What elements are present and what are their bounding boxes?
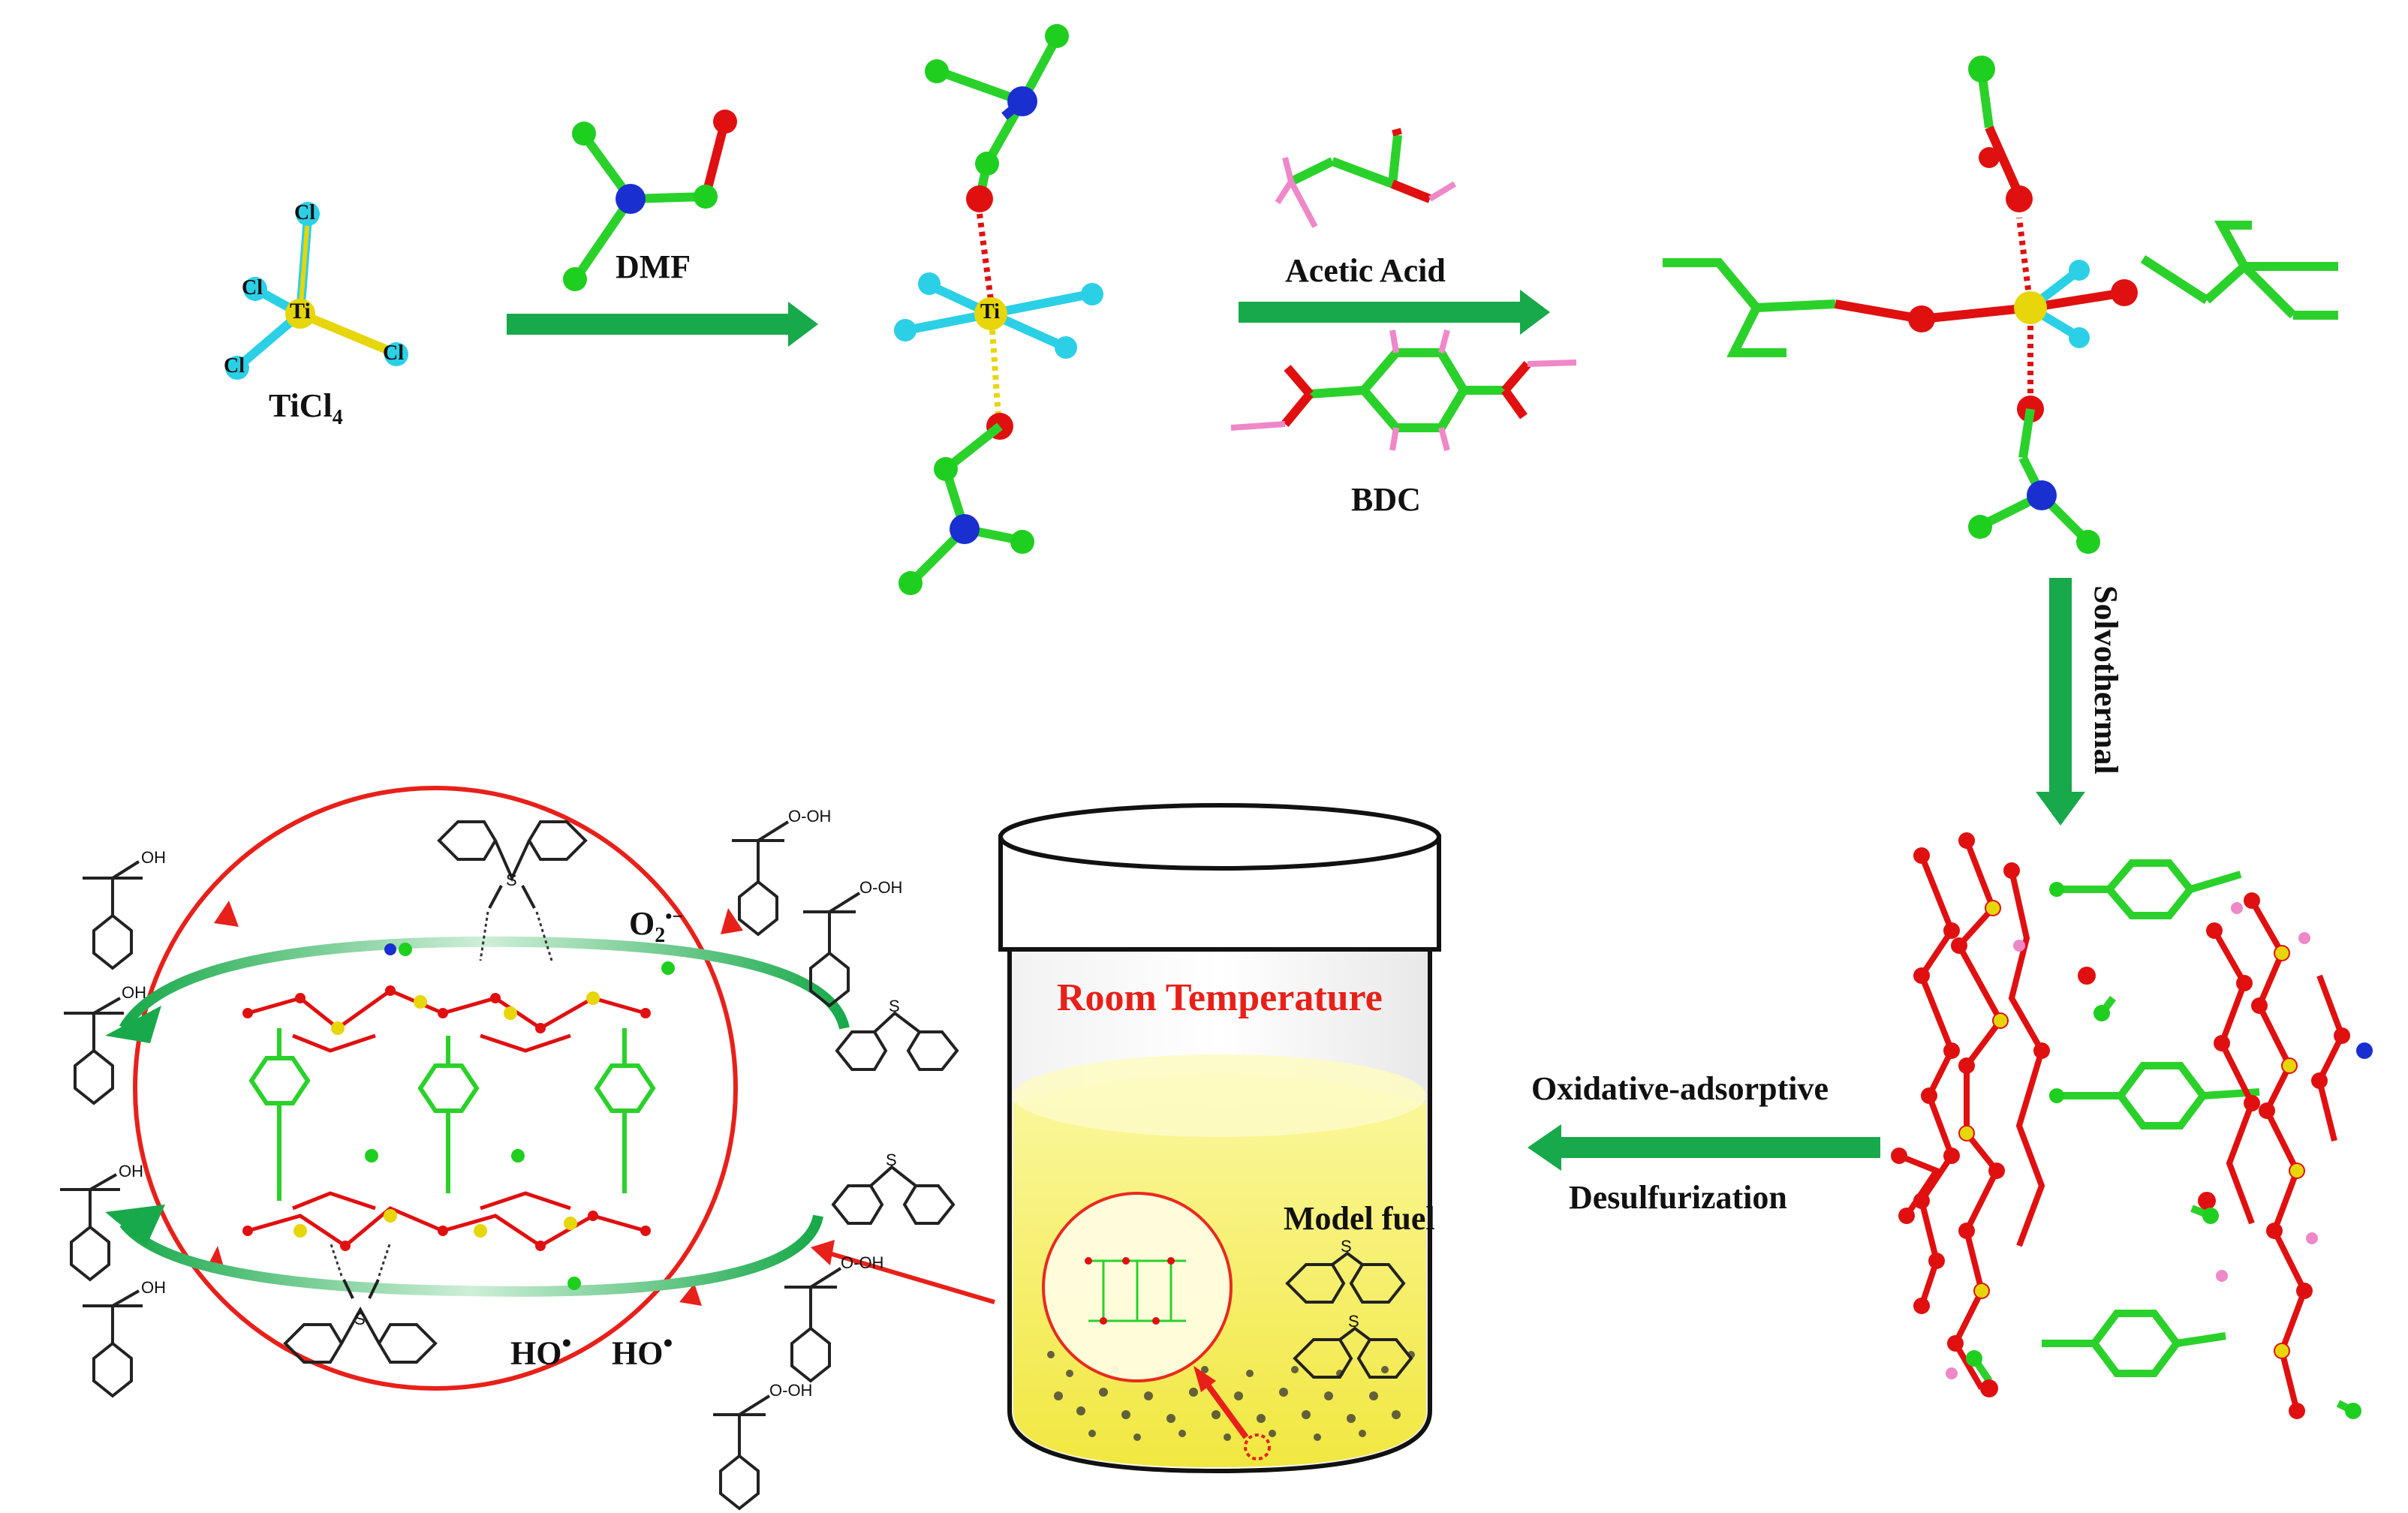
ooh-label-1: O-OH [788, 807, 832, 826]
oxidative-adsorptive-label: Oxidative-adsorptive [1531, 1070, 1829, 1107]
o2-text: O [629, 905, 655, 942]
arrow-desulfurization [1528, 1124, 1880, 1171]
cumyl-alcohol-3 [70, 1225, 110, 1282]
o2-subscript: 2 [655, 923, 666, 947]
s-label-2: S [886, 1151, 897, 1169]
arrow-acid-bdc [1239, 290, 1550, 335]
cumyl-hydroperoxide-3 [790, 1326, 831, 1383]
room-temperature-label: Room Temperature [1057, 976, 1383, 1019]
cumyl-alcohol-2 [74, 1048, 114, 1105]
ooh-label-2: O-OH [859, 878, 903, 897]
ho1-superscript: • [561, 1328, 572, 1358]
o2-superscript: •− [665, 905, 684, 928]
acetic-acid-molecule [1275, 128, 1457, 228]
dmf-label: DMF [616, 248, 691, 285]
oh-label-1: OH [141, 848, 166, 867]
hydroxyl-radical-2: HO• [612, 1327, 673, 1373]
cumyl-alcohol-4 [92, 1341, 133, 1398]
catalytic-cycle [60, 786, 959, 1511]
s-label-4: S [354, 1310, 366, 1328]
cl-atom-label-2: Cl [242, 276, 263, 299]
cumyl-hydroperoxide-1 [738, 880, 778, 937]
cl-atom-label-3: Cl [224, 354, 245, 377]
bdc-label: BDC [1351, 481, 1421, 518]
solvothermal-label: Solvothermal [2087, 585, 2124, 775]
bdc-molecule [1230, 329, 1577, 452]
s-label-5: S [1341, 1237, 1352, 1256]
ti-dmf-complex [894, 24, 1103, 595]
model-fuel-label: Model fuel [1284, 1200, 1435, 1237]
ticl4-label: TiCl4 [269, 387, 343, 430]
cumyl-hydroperoxide-4 [719, 1454, 760, 1511]
ti-atom-label-1: Ti [290, 299, 311, 323]
hydroxyl-radical-1: HO• [510, 1327, 571, 1373]
ooh-label-4: O-OH [769, 1381, 813, 1400]
ticl4-subscript: 4 [332, 405, 343, 429]
ooh-label-3: O-OH [841, 1253, 884, 1272]
ti-atom-label-2: Ti [980, 300, 1000, 323]
acetic-acid-label: Acetic Acid [1285, 252, 1446, 289]
oh-label-3: OH [119, 1162, 143, 1181]
oh-label-4: OH [141, 1278, 166, 1297]
oh-label-2: OH [122, 983, 146, 1002]
swoosh-top [119, 936, 850, 1031]
cycle-ring [133, 786, 738, 1391]
cl-atom-label-1: Cl [294, 201, 315, 224]
s-label-6: S [1348, 1312, 1359, 1331]
mof-framework [1891, 832, 2373, 1419]
ho1-text: HO [510, 1334, 562, 1372]
arrow-solvothermal [2036, 578, 2085, 826]
ho2-text: HO [612, 1334, 664, 1372]
arrow-dmf [507, 302, 818, 347]
swoosh-bottom [119, 1214, 823, 1297]
s-label-1: S [889, 997, 900, 1015]
cl-atom-label-4: Cl [383, 341, 404, 365]
ticl4-molecule [225, 202, 408, 380]
cumyl-alcohol-1 [92, 913, 133, 970]
reaction-jar [998, 803, 1441, 1474]
s-label-3: S [506, 871, 517, 889]
ho2-superscript: • [663, 1328, 673, 1358]
dmf-molecule [563, 110, 737, 291]
desulfurization-label: Desulfurization [1569, 1179, 1787, 1216]
ti-acid-complex [1663, 56, 2338, 554]
superoxide-label: O2•− [629, 904, 683, 948]
arrow-to-cycle [811, 1240, 995, 1304]
ticl4-text: TiCl [269, 387, 333, 424]
